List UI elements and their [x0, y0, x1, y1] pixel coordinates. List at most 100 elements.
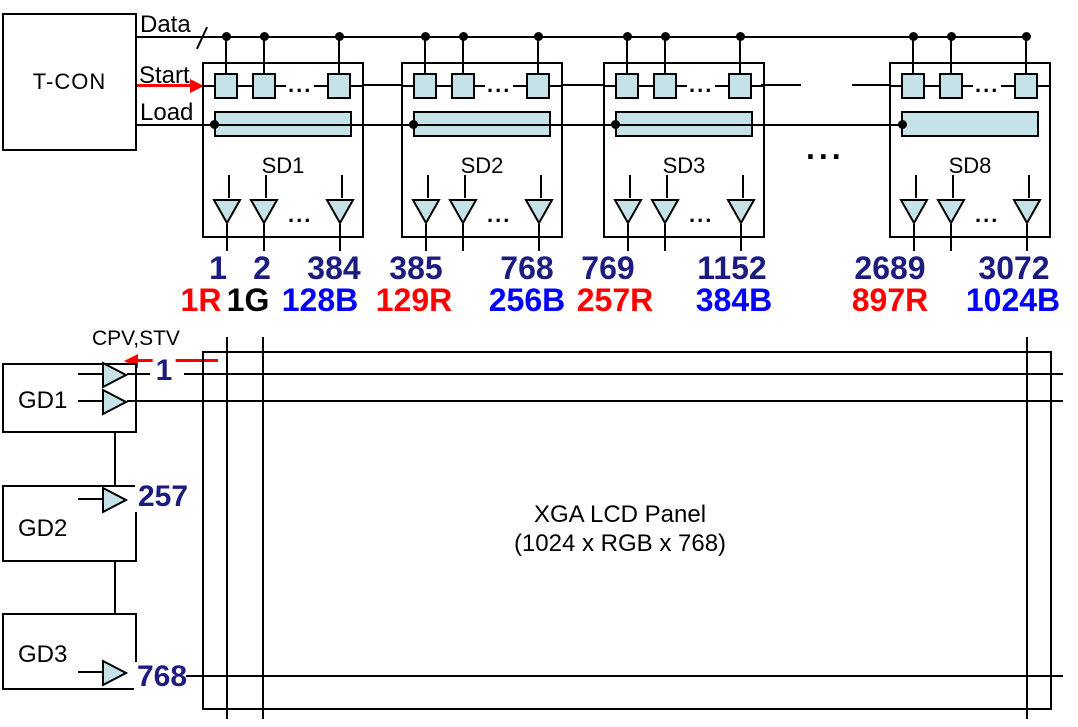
pixel-label: 1024B: [965, 282, 1061, 318]
lcd-panel: [202, 351, 1052, 710]
source-driver-sd3: ... SD3 ...: [603, 62, 765, 238]
shift-register-cell: [451, 73, 475, 99]
buffer-input-line: [1028, 175, 1030, 198]
shift-register-cell: [728, 73, 752, 99]
buffer-input-line: [742, 175, 744, 198]
shift-register-cell: [252, 73, 276, 99]
pixel-label: 384B: [695, 282, 773, 318]
channel-number: 1: [209, 250, 227, 286]
gate-buffer-icon: [102, 388, 128, 416]
gd-buffer-input-line: [78, 498, 103, 500]
channel-number: 3072: [978, 250, 1050, 286]
shift-register-cell: [214, 73, 238, 99]
gate-line-1: [127, 373, 150, 375]
output-buffer-icon: [650, 199, 680, 225]
data-drop-line: [664, 38, 666, 74]
channel-number: 384: [307, 250, 361, 286]
load-signal-label: Load: [140, 99, 194, 126]
sd-label: SD2: [460, 153, 504, 178]
column-line: [262, 337, 264, 719]
sd-label: SD3: [662, 153, 706, 178]
data-tap-dot: [534, 32, 543, 41]
gate-line-768: [186, 675, 1063, 677]
load-tap-dot: [409, 120, 418, 129]
sd-output-line: [425, 224, 427, 251]
source-driver-sd1: ... SD1 ...: [202, 62, 364, 238]
data-drop-line: [338, 38, 340, 74]
sd-label: SD1: [261, 153, 305, 178]
gate-line-1: [184, 373, 1063, 375]
sd-chain-ellipsis: ...: [806, 130, 845, 166]
channel-number: 769: [581, 250, 635, 286]
shift-register-cell: [526, 73, 550, 99]
data-tap-dot: [909, 32, 918, 41]
channel-number: 385: [389, 250, 443, 286]
data-tap-dot: [421, 32, 430, 41]
buffer-input-line: [540, 175, 542, 198]
buffer-input-line: [341, 175, 343, 198]
buffer-input-line: [228, 175, 230, 198]
start-chain-line: [761, 84, 801, 86]
start-chain-line: [852, 84, 891, 86]
cells-ellipsis: ...: [687, 72, 716, 97]
panel-title: XGA LCD Panel: [533, 501, 707, 528]
data-drop-line: [263, 38, 265, 74]
buffer-input-line: [265, 175, 267, 198]
bus-width-slash: [196, 26, 208, 50]
buffer-input-line: [666, 175, 668, 198]
gd-buffer-input-line: [78, 400, 103, 402]
shift-register-cell: [615, 73, 639, 99]
data-drop-line: [225, 38, 227, 74]
data-drop-line: [462, 38, 464, 74]
source-driver-sd8: ... SD8 ...: [889, 62, 1051, 238]
cpv-arrow-line: [135, 359, 218, 362]
pixel-label: 256B: [488, 282, 566, 318]
channel-number: 768: [500, 250, 554, 286]
output-buffer-icon: [448, 199, 478, 225]
data-tap-dot: [222, 32, 231, 41]
column-line: [226, 337, 228, 719]
cells-ellipsis: ...: [485, 72, 514, 97]
buffer-input-line: [915, 175, 917, 198]
data-tap-dot: [661, 32, 670, 41]
gd-buffer-input-line: [78, 671, 103, 673]
cpv-stv-label: CPV,STV: [92, 327, 180, 350]
output-buffer-icon: [1012, 199, 1042, 225]
gd-buffer-input-line: [78, 373, 103, 375]
sd-output-line: [226, 224, 228, 251]
data-tap-dot: [260, 32, 269, 41]
gate-row-number: 1: [152, 356, 176, 386]
data-tap-dot: [623, 32, 632, 41]
load-tap-dot: [210, 120, 219, 129]
gd-label: GD2: [18, 515, 68, 542]
output-buffer-icon: [726, 199, 756, 225]
output-buffer-icon: [249, 199, 279, 225]
panel-subtitle: (1024 x RGB x 768): [513, 530, 727, 557]
gate-row-number: 768: [133, 662, 191, 692]
start-chain-line: [363, 84, 403, 86]
sd-output-line: [263, 224, 265, 251]
shift-register-cell: [939, 73, 963, 99]
column-line: [1026, 337, 1028, 719]
start-arrow-head: [190, 79, 204, 93]
sd-output-line: [339, 224, 341, 251]
load-tap-dot: [898, 120, 907, 129]
pixel-label: 1R: [180, 282, 222, 318]
shift-chain-line: [401, 85, 563, 87]
shift-register-cell: [901, 73, 925, 99]
channel-number: 1152: [697, 250, 767, 286]
data-tap-dot: [335, 32, 344, 41]
output-buffer-icon: [899, 199, 929, 225]
buffers-ellipsis: ...: [485, 202, 514, 227]
pixel-label: 1G: [226, 282, 270, 318]
data-tap-dot: [1022, 32, 1031, 41]
cells-ellipsis: ...: [286, 72, 315, 97]
gate-buffer-icon: [102, 659, 128, 687]
data-tap-dot: [459, 32, 468, 41]
shift-chain-line: [202, 85, 364, 87]
buffer-input-line: [427, 175, 429, 198]
shift-register-cell: [1014, 73, 1038, 99]
pixel-label: 129R: [375, 282, 453, 318]
shift-register-cell: [653, 73, 677, 99]
tcon-label: T-CON: [32, 69, 107, 94]
